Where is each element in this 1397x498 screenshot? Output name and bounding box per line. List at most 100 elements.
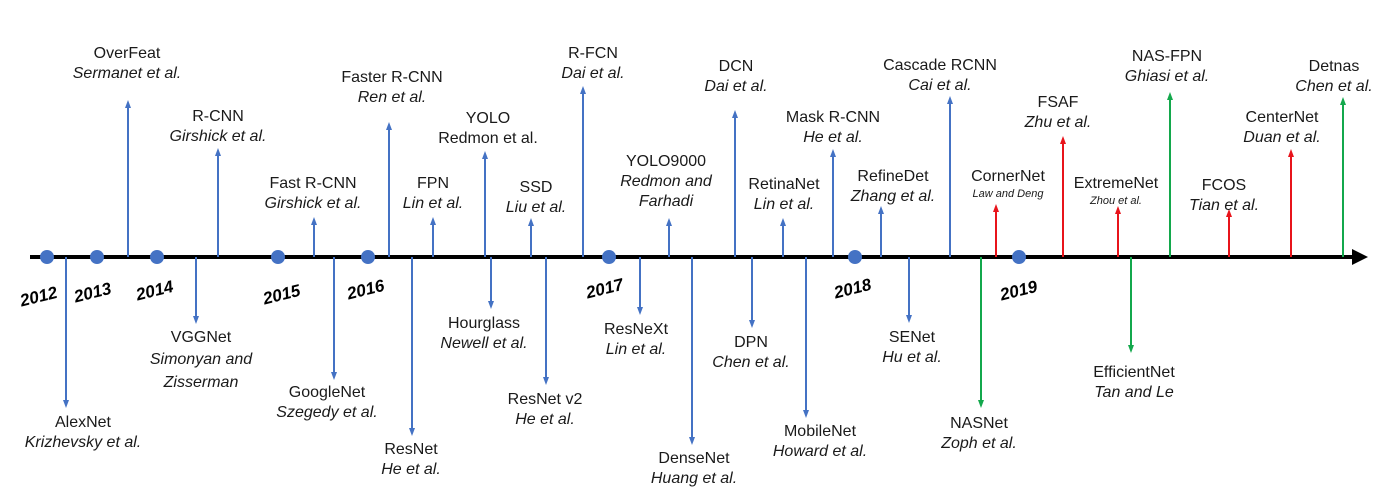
- method-authors: Newell et al.: [440, 335, 528, 352]
- method-name: FSAF: [1037, 94, 1079, 111]
- label-vggnet: VGGNet Simonyan and Zisserman: [131, 328, 271, 394]
- method-authors: Ren et al.: [357, 89, 427, 106]
- method-name: RetinaNet: [748, 176, 820, 193]
- method-authors: Tian et al.: [1188, 197, 1260, 214]
- label-fcos: FCOS Tian et al.: [1189, 176, 1259, 216]
- method-authors: Dai et al.: [561, 65, 625, 82]
- year-dot-2016: [361, 250, 375, 264]
- method-authors: Dai et al.: [704, 78, 768, 95]
- year-dot-2017: [602, 250, 616, 264]
- method-name: ExtremeNet: [1073, 175, 1159, 192]
- method-authors: Redmon and Farhadi: [620, 173, 712, 210]
- label-mask-rcnn: Mask R-CNN He et al.: [786, 108, 880, 148]
- method-name: DCN: [718, 58, 754, 75]
- method-authors: He et al.: [515, 411, 575, 428]
- method-authors: Simonyan and Zisserman: [149, 351, 253, 391]
- method-authors: Tan and Le: [1094, 384, 1174, 401]
- method-name: Fast R-CNN: [269, 175, 357, 192]
- method-name: Faster R-CNN: [341, 69, 443, 86]
- label-ssd: SSD Liu et al.: [506, 178, 566, 218]
- method-name: DPN: [734, 334, 768, 351]
- label-googlenet: GoogleNet Szegedy et al.: [276, 383, 377, 423]
- label-senet: SENet Hu et al.: [882, 328, 942, 368]
- method-authors: Cai et al.: [908, 77, 972, 94]
- method-authors: Lin et al.: [402, 195, 464, 212]
- year-dot-2014: [150, 250, 164, 264]
- label-rfcn: R-FCN Dai et al.: [561, 44, 624, 84]
- label-densenet: DenseNet Huang et al.: [651, 449, 737, 489]
- timeline-axis-arrowhead-icon: [1352, 249, 1368, 265]
- method-authors: Huang et al.: [650, 470, 738, 487]
- method-authors: Liu et al.: [505, 199, 567, 216]
- method-authors: Zhou et al.: [1090, 195, 1142, 207]
- method-authors: Girshick et al.: [264, 195, 362, 212]
- label-resnet-v2: ResNet v2 He et al.: [508, 390, 583, 430]
- method-name: SSD: [519, 179, 553, 196]
- method-name: ResNet: [384, 441, 438, 458]
- method-name: OverFeat: [93, 45, 161, 62]
- method-name: GoogleNet: [288, 384, 366, 401]
- method-name: FPN: [416, 175, 449, 192]
- method-name: YOLO: [465, 110, 511, 127]
- method-authors: He et al.: [381, 461, 441, 478]
- method-authors: Lin et al.: [605, 341, 667, 358]
- method-name: ResNeXt: [603, 321, 669, 338]
- label-faster-rcnn: Faster R-CNN Ren et al.: [341, 68, 442, 108]
- method-name: R-CNN: [192, 108, 244, 125]
- method-name: CornerNet: [971, 168, 1045, 185]
- label-fpn: FPN Lin et al.: [403, 174, 463, 214]
- method-authors: Ghiasi et al.: [1124, 68, 1210, 85]
- method-authors: Chen et al.: [712, 354, 790, 371]
- year-dot-2018: [848, 250, 862, 264]
- method-authors: Chen et al.: [1295, 78, 1373, 95]
- year-dot-2019: [1012, 250, 1026, 264]
- label-dpn: DPN Chen et al.: [712, 333, 789, 373]
- label-efficientnet: EfficientNet Tan and Le: [1093, 363, 1175, 403]
- method-authors: Krizhevsky et al.: [24, 434, 142, 451]
- method-name: MobileNet: [783, 423, 857, 440]
- label-rcnn: R-CNN Girshick et al.: [170, 107, 267, 147]
- method-name: DenseNet: [658, 450, 730, 467]
- label-retinanet: RetinaNet Lin et al.: [748, 175, 819, 215]
- method-name: FCOS: [1201, 177, 1247, 194]
- method-name: Cascade RCNN: [883, 57, 997, 74]
- method-name: NASNet: [950, 415, 1008, 432]
- method-name: VGGNet: [170, 329, 232, 346]
- label-nas-fpn: NAS-FPN Ghiasi et al.: [1125, 47, 1209, 87]
- method-name: ResNet v2: [507, 391, 583, 408]
- label-nasnet: NASNet Zoph et al.: [941, 414, 1017, 454]
- label-yolo9000: YOLO9000 Redmon and Farhadi: [607, 152, 725, 212]
- label-overfeat: OverFeat Sermanet et al.: [73, 44, 182, 84]
- method-authors: Lin et al.: [753, 196, 815, 213]
- label-alexnet: AlexNet Krizhevsky et al.: [25, 413, 141, 453]
- label-yolo: YOLO Redmon et al.: [438, 109, 538, 149]
- label-mobilenet: MobileNet Howard et al.: [773, 422, 867, 462]
- method-authors: Redmon et al.: [438, 130, 538, 147]
- method-authors: Law and Deng: [972, 188, 1044, 200]
- method-name: RefineDet: [857, 168, 929, 185]
- label-extremenet: ExtremeNet Zhou et al.: [1074, 174, 1158, 209]
- label-cascade-rcnn: Cascade RCNN Cai et al.: [883, 56, 997, 96]
- method-name: Mask R-CNN: [785, 109, 881, 126]
- label-resnet: ResNet He et al.: [381, 440, 441, 480]
- method-name: CenterNet: [1245, 109, 1319, 126]
- year-dot-2013: [90, 250, 104, 264]
- label-cornernet: CornerNet Law and Deng: [971, 167, 1045, 202]
- method-name: YOLO9000: [625, 153, 707, 170]
- label-fast-rcnn: Fast R-CNN Girshick et al.: [265, 174, 362, 214]
- method-name: AlexNet: [54, 414, 112, 431]
- method-authors: Zoph et al.: [941, 435, 1017, 452]
- label-refinedet: RefineDet Zhang et al.: [851, 167, 936, 207]
- label-dcn: DCN Dai et al.: [704, 57, 767, 97]
- method-authors: Girshick et al.: [169, 128, 267, 145]
- method-authors: Duan et al.: [1243, 129, 1321, 146]
- method-authors: Szegedy et al.: [276, 404, 378, 421]
- method-authors: Zhu et al.: [1024, 114, 1092, 131]
- label-detnas: Detnas Chen et al.: [1295, 57, 1372, 97]
- label-resnext: ResNeXt Lin et al.: [604, 320, 668, 360]
- method-authors: Zhang et al.: [850, 188, 936, 205]
- label-fsaf: FSAF Zhu et al.: [1025, 93, 1092, 133]
- method-authors: Hu et al.: [882, 349, 942, 366]
